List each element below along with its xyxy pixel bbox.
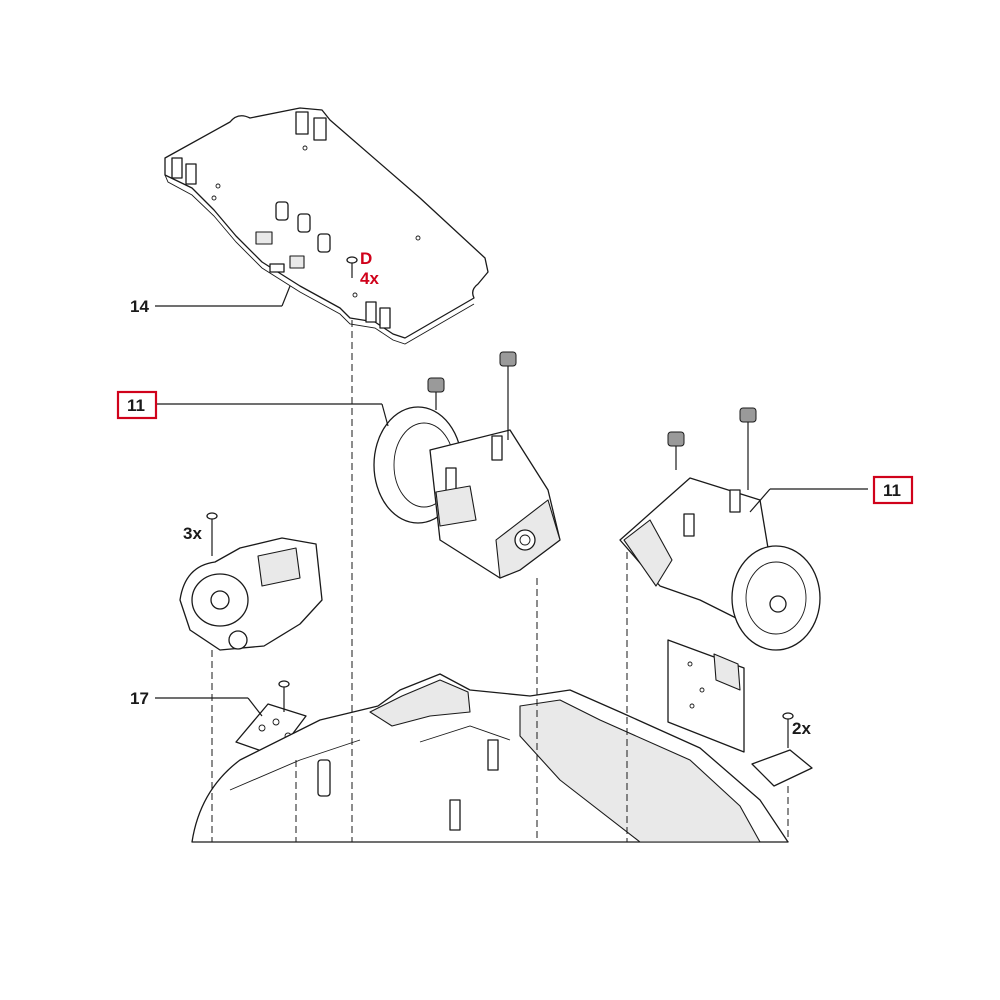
fastener-qty-d: 4x bbox=[360, 269, 379, 288]
callout-11-left: 11 bbox=[127, 396, 145, 415]
fastener-letter-d: D bbox=[360, 249, 372, 268]
spring-part bbox=[427, 351, 517, 440]
chassis-base-part bbox=[191, 673, 789, 843]
screw-d-part bbox=[346, 256, 358, 278]
assembly-guide-lines bbox=[211, 320, 789, 842]
callout-17: 17 bbox=[130, 689, 149, 708]
leader-lines bbox=[155, 285, 868, 717]
callout-11-left-box bbox=[116, 390, 158, 420]
gearbox-part bbox=[179, 512, 323, 651]
circuit-board-part bbox=[164, 107, 489, 345]
fastener-qty-gearbox: 3x bbox=[183, 524, 202, 543]
spring-part bbox=[667, 407, 757, 490]
fastener-qty-small-board: 2x bbox=[792, 719, 811, 738]
callout-14: 14 bbox=[130, 297, 149, 316]
callout-11-right: 11 bbox=[883, 481, 901, 500]
motor-right-part bbox=[619, 477, 821, 651]
sensor-board-part bbox=[667, 639, 745, 753]
callout-11-right-box bbox=[872, 475, 914, 505]
motor-left-part bbox=[373, 406, 561, 579]
small-board-part bbox=[751, 712, 813, 787]
